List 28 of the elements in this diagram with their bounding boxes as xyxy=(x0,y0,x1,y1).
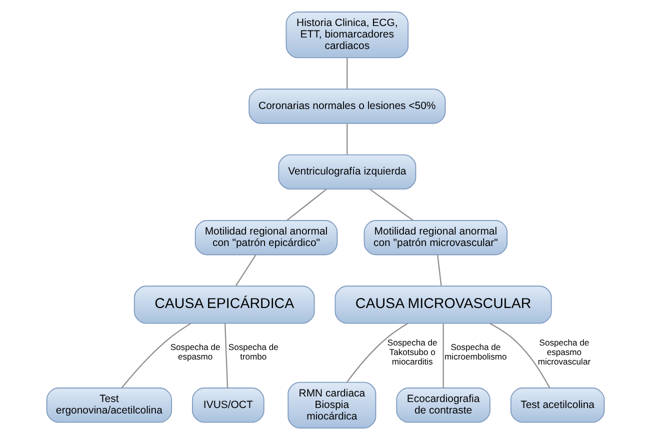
node-box: CAUSA EPICÁRDICA xyxy=(134,286,315,324)
node-box: CAUSA MICROVASCULAR xyxy=(334,286,552,324)
connector xyxy=(121,322,192,388)
connector xyxy=(490,322,550,388)
edge-label: Sospecha de trombo xyxy=(228,342,278,362)
node-box: Coronarias normales o lesiones <50% xyxy=(248,88,446,124)
connector xyxy=(235,254,256,286)
node-box: Test acetilcolina xyxy=(510,388,605,423)
connector xyxy=(442,323,444,388)
edge-label: Sospecha de espasmo xyxy=(170,342,220,362)
edge-label: Sospecha de Takotsubo o miocarditis xyxy=(387,337,438,366)
node-box: IVUS/OCT xyxy=(192,388,264,423)
connector xyxy=(370,188,414,221)
connector xyxy=(346,58,348,89)
connector xyxy=(286,188,327,221)
connector xyxy=(346,124,348,154)
connector xyxy=(346,322,408,382)
edge-label: Sospecha de espasmo microvascular xyxy=(538,337,591,366)
node-box: RMN cardiaca Biospia miocárdica xyxy=(288,382,376,428)
node-box: Motilidad regional anormal con "patrón epicárdico" xyxy=(194,220,338,256)
node-box: Motilidad regional anormal con "patrón microvascular" xyxy=(364,220,508,256)
node-box: Ventriculografía izquierda xyxy=(278,154,416,190)
connector xyxy=(437,254,442,286)
node-box: Test ergonovina/acetilcolina xyxy=(46,388,172,423)
node-box: Historia Clinica, ECG, ETT, biomarcadores cardiacos xyxy=(286,12,409,58)
node-box: Ecocardiografia de contraste xyxy=(396,388,490,423)
connector xyxy=(224,323,228,388)
edge-label: Sospecha de microembolismo xyxy=(444,342,507,362)
